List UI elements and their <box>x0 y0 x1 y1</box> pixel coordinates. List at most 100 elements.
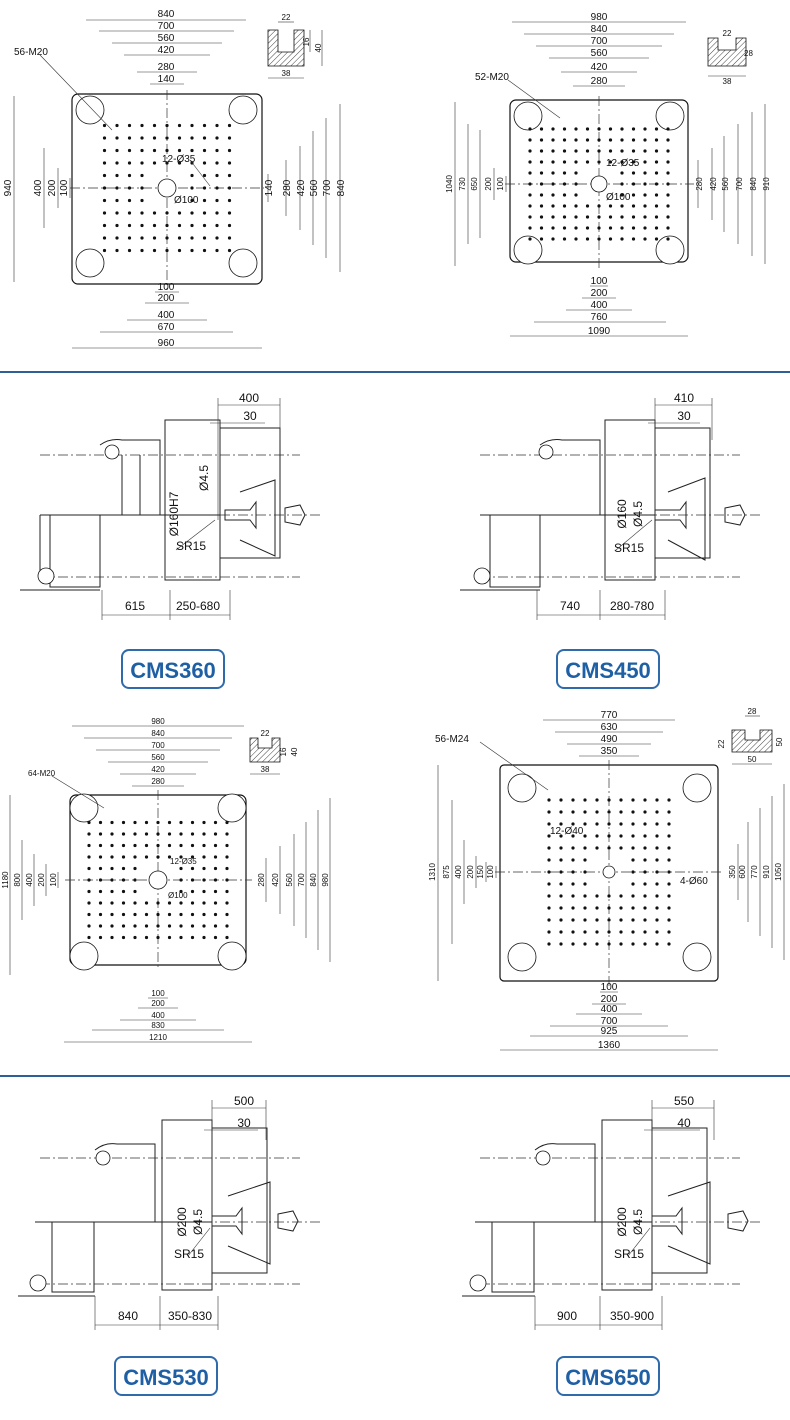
tapped-hole <box>595 894 599 898</box>
tapped-hole <box>608 204 613 208</box>
tapped-hole <box>165 148 169 153</box>
tapped-hole <box>666 160 670 164</box>
tapped-hole <box>102 223 107 228</box>
tapped-hole <box>551 127 555 131</box>
side-view-650 <box>462 1100 760 1330</box>
tapped-hole <box>133 901 137 905</box>
tapped-hole <box>619 942 623 946</box>
dim-bottom-0: 100 <box>158 282 175 293</box>
tapped-hole <box>133 843 137 848</box>
dim-top-0: 840 <box>158 9 175 20</box>
tapped-hole <box>87 843 91 848</box>
tapped-hole <box>585 149 590 153</box>
tapped-hole <box>110 843 114 848</box>
tapped-hole <box>666 149 670 153</box>
dim-bottom-4: 960 <box>158 338 175 349</box>
tapped-hole <box>619 798 623 802</box>
tapped-hole <box>551 160 555 164</box>
tapped-hole <box>608 215 613 219</box>
tapped-hole <box>654 204 659 208</box>
tapped-hole <box>562 149 567 153</box>
tapped-hole <box>585 138 590 142</box>
tapped-hole <box>179 878 183 882</box>
dim-top-0: 770 <box>601 710 618 721</box>
tapped-hole <box>585 226 590 230</box>
tapped-hole <box>528 204 532 208</box>
tapped-hole <box>571 798 575 802</box>
tapped-hole <box>144 924 149 928</box>
tapped-hole <box>213 832 218 836</box>
tapped-hole <box>121 820 126 825</box>
tapped-hole <box>595 810 599 814</box>
tapped-hole <box>528 171 532 175</box>
tapped-hole <box>102 198 107 203</box>
tapped-hole <box>190 123 194 128</box>
tapped-hole <box>121 866 126 871</box>
tapped-hole <box>539 204 544 208</box>
tapped-hole <box>202 832 206 836</box>
tapped-hole <box>562 138 567 142</box>
tapped-hole <box>98 832 103 836</box>
tapped-hole <box>87 924 91 928</box>
tapped-hole <box>225 924 229 928</box>
tapped-hole <box>607 822 611 826</box>
dim-top-3: 350 <box>601 746 618 757</box>
tapped-hole <box>213 843 218 848</box>
tapped-hole <box>140 198 144 203</box>
tapped-hole <box>140 161 144 165</box>
tapped-hole <box>227 123 232 128</box>
tapped-hole <box>655 798 659 802</box>
tapped-hole <box>165 161 169 165</box>
tapped-hole <box>620 171 624 175</box>
tapped-hole <box>539 138 544 142</box>
tapped-hole <box>619 894 623 898</box>
tapped-hole <box>177 136 182 140</box>
tapped-hole <box>655 810 659 814</box>
tapped-hole <box>140 186 144 190</box>
tapped-hole <box>98 912 103 917</box>
tapped-hole <box>190 866 195 871</box>
tapped-hole <box>156 855 160 859</box>
model-badge-cms530: CMS530 <box>114 1356 218 1396</box>
tapped-hole <box>547 858 551 862</box>
dim-right-0: 280 <box>695 177 704 191</box>
tapped-hole <box>167 855 172 859</box>
center-hole-label: Ø100 <box>174 195 199 206</box>
platen-530-labels: 980 840 700 560 420 280 100 200 400 830 … <box>1 717 330 1042</box>
tapped-hole <box>551 171 555 175</box>
tapped-hole <box>227 161 232 165</box>
dim-left-0: 1180 <box>1 871 10 889</box>
tapped-hole <box>98 878 103 882</box>
tapped-hole <box>202 878 206 882</box>
tapped-hole <box>585 204 590 208</box>
tapped-hole <box>631 930 635 934</box>
tapped-hole <box>631 798 635 802</box>
tapped-hole <box>595 798 599 802</box>
tapped-hole <box>631 822 635 826</box>
tapped-hole <box>608 237 613 241</box>
tapped-hole <box>643 858 647 862</box>
dim-right-3: 700 <box>297 873 306 887</box>
tapped-hole <box>127 148 132 153</box>
tapped-hole <box>571 822 575 826</box>
tapped-hole <box>87 866 91 871</box>
tapped-hole <box>133 912 137 917</box>
tapped-hole <box>654 215 659 219</box>
tapped-hole <box>144 820 149 825</box>
dim-left-3: 200 <box>466 865 475 879</box>
mold-opening: 550 <box>674 1094 694 1108</box>
tapped-hole <box>574 160 578 164</box>
tapped-hole <box>202 912 206 917</box>
tapped-hole <box>643 846 647 850</box>
tapped-hole <box>643 906 647 910</box>
tapped-hole <box>98 855 103 859</box>
tapped-hole <box>140 173 144 178</box>
tapped-hole <box>528 237 532 241</box>
tapped-hole <box>102 236 107 240</box>
tapped-hole <box>87 912 91 917</box>
tapped-hole <box>655 834 659 838</box>
side-view-530-labels: 500 30 Ø200 Ø4.5 SR15 840 350-830 <box>118 1094 254 1323</box>
tapped-hole <box>165 248 169 253</box>
dim-right-0: 140 <box>264 179 275 196</box>
tslot-h1: 16 <box>279 747 288 756</box>
